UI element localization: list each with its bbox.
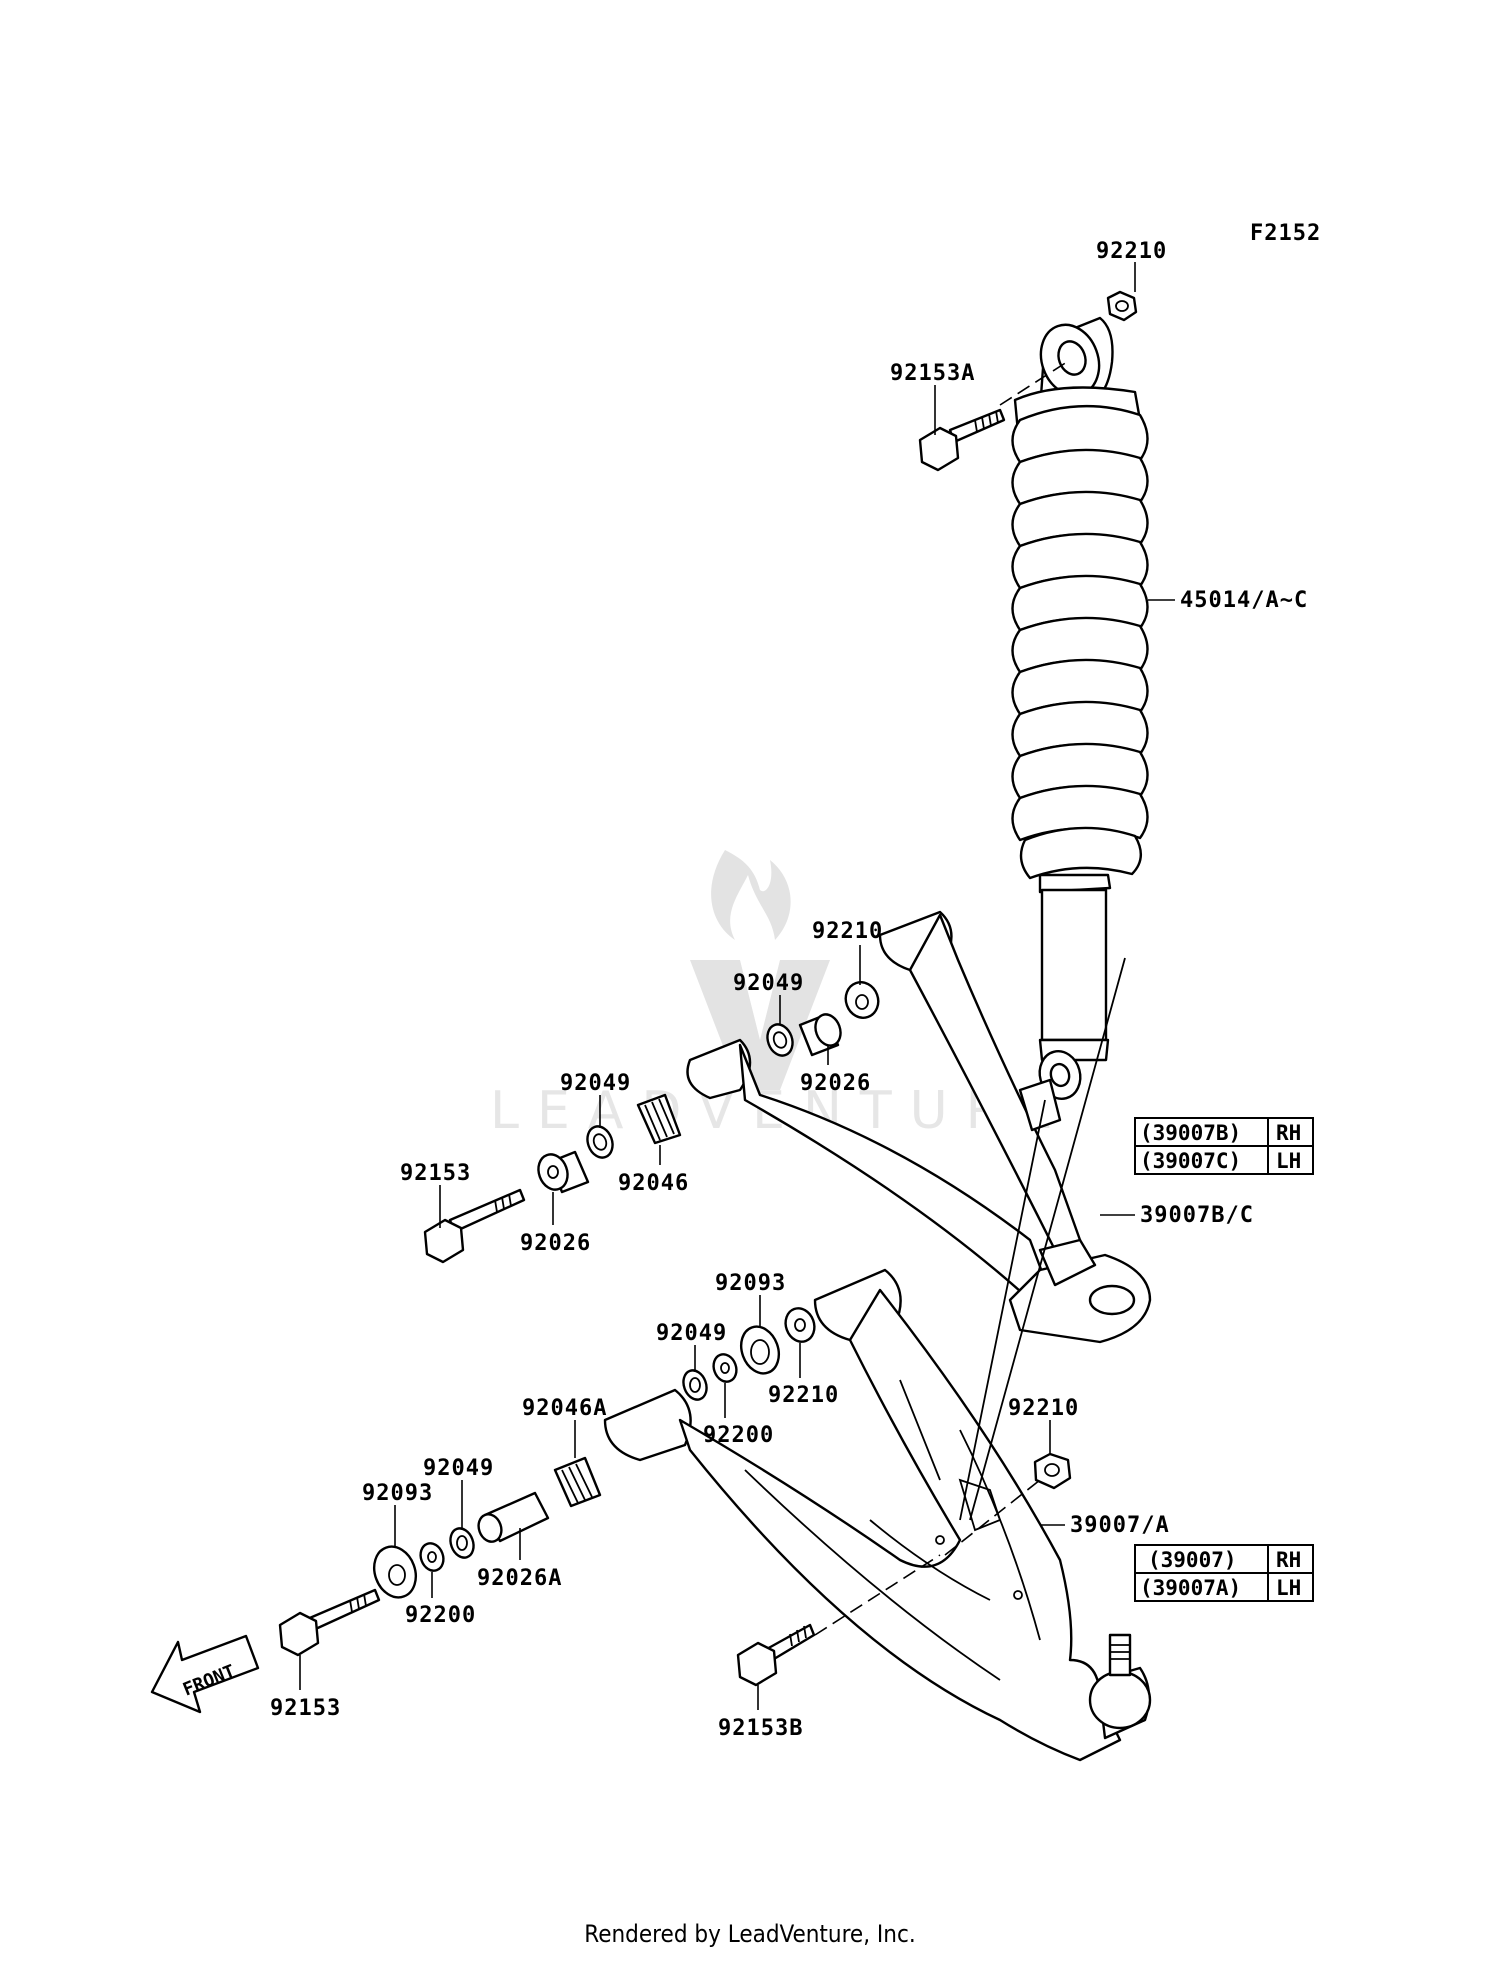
collar-92026-upper-front[interactable] xyxy=(534,1150,590,1194)
lower-table-side-lh: LH xyxy=(1276,1576,1301,1600)
bolt-92153-upper[interactable] xyxy=(423,1188,526,1264)
collar-92026-upper-rear[interactable] xyxy=(798,1011,845,1057)
lower-arm-table: (39007) RH (39007A) LH xyxy=(1134,1544,1314,1602)
front-arrow-icon: FRONT xyxy=(150,1634,260,1714)
label-92153A[interactable]: 92153A xyxy=(890,361,975,386)
washer-92200-lower-rear[interactable] xyxy=(710,1351,740,1385)
label-92093-a[interactable]: 92093 xyxy=(715,1271,786,1296)
leadventure-watermark: LEADVENTURE xyxy=(490,850,1053,1141)
spring-coils xyxy=(1011,404,1149,880)
upper-a-arm-39007BC[interactable] xyxy=(686,910,1152,1344)
label-92210-c[interactable]: 92210 xyxy=(768,1383,839,1408)
label-92200-b[interactable]: 92200 xyxy=(405,1603,476,1628)
shock-absorber-45014[interactable] xyxy=(1011,316,1149,1104)
lower-a-arm-39007A[interactable] xyxy=(603,1268,1122,1762)
lower-table-part-rh: (39007) xyxy=(1148,1548,1237,1572)
ball-joint[interactable] xyxy=(1088,1633,1152,1740)
nut-92210-top[interactable] xyxy=(1106,290,1138,322)
upper-arm-table: (39007B) RH (39007C) LH xyxy=(1134,1117,1314,1175)
label-39007BC[interactable]: 39007B/C xyxy=(1140,1203,1254,1228)
label-92046[interactable]: 92046 xyxy=(618,1171,689,1196)
part-labels: 92210 92153A 45014/A~C 92210 92049 92026… xyxy=(270,239,1308,1741)
washer-92093-lower-front[interactable] xyxy=(367,1541,422,1604)
assembly-dashed-lines xyxy=(814,359,1071,1636)
bushing-92049-upper-rear[interactable] xyxy=(763,1021,796,1059)
bushing-92046-upper[interactable] xyxy=(636,1093,682,1145)
bolt-92153A[interactable] xyxy=(918,408,1006,472)
lower-table-side-rh: RH xyxy=(1276,1548,1301,1572)
bushing-92049-lower-front[interactable] xyxy=(447,1525,478,1561)
shock-mount-line xyxy=(959,957,1126,1521)
label-92046A[interactable]: 92046A xyxy=(522,1396,607,1421)
bushing-92049-upper-front[interactable] xyxy=(583,1123,616,1161)
nut-92210-lower-rear[interactable] xyxy=(781,1304,819,1346)
washer-92200-lower-front[interactable] xyxy=(417,1540,447,1574)
lower-table-part-lh: (39007A) xyxy=(1140,1576,1241,1600)
bolt-92153-lower[interactable] xyxy=(278,1588,381,1657)
leader-lines xyxy=(299,262,1175,1710)
label-92200-a[interactable]: 92200 xyxy=(703,1423,774,1448)
upper-table-part-lh: (39007C) xyxy=(1140,1149,1241,1173)
label-39007A[interactable]: 39007/A xyxy=(1070,1513,1170,1538)
label-92049-a[interactable]: 92049 xyxy=(733,971,804,996)
label-92210-top[interactable]: 92210 xyxy=(1096,239,1167,264)
bolt-92153B[interactable] xyxy=(736,1623,816,1687)
bushing-92049-lower-rear[interactable] xyxy=(680,1367,711,1403)
nut-92210-lower[interactable] xyxy=(1033,1452,1072,1490)
label-92026-b[interactable]: 92026 xyxy=(520,1231,591,1256)
footer-credit: Rendered by LeadVenture, Inc. xyxy=(584,1920,916,1948)
label-45014[interactable]: 45014/A~C xyxy=(1180,588,1308,613)
label-92153[interactable]: 92153 xyxy=(400,1161,471,1186)
label-92210-d[interactable]: 92210 xyxy=(1008,1396,1079,1421)
upper-table-side-lh: LH xyxy=(1276,1149,1301,1173)
upper-table-part-rh: (39007B) xyxy=(1140,1121,1241,1145)
label-92153-b[interactable]: 92153 xyxy=(270,1696,341,1721)
label-92026-a[interactable]: 92026 xyxy=(800,1071,871,1096)
label-92210-mid[interactable]: 92210 xyxy=(812,919,883,944)
bushing-92046A[interactable] xyxy=(553,1456,602,1508)
collar-92026A[interactable] xyxy=(475,1491,550,1545)
label-92093-b[interactable]: 92093 xyxy=(362,1481,433,1506)
label-92049-c[interactable]: 92049 xyxy=(656,1321,727,1346)
figure-code: F2152 xyxy=(1250,221,1321,246)
label-92026A[interactable]: 92026A xyxy=(477,1566,562,1591)
washer-92093-lower-rear[interactable] xyxy=(735,1321,785,1378)
label-92153B[interactable]: 92153B xyxy=(718,1716,803,1741)
label-92049-b[interactable]: 92049 xyxy=(560,1071,631,1096)
upper-table-side-rh: RH xyxy=(1276,1121,1301,1145)
nut-92210-upper[interactable] xyxy=(841,978,883,1023)
label-92049-d[interactable]: 92049 xyxy=(423,1456,494,1481)
